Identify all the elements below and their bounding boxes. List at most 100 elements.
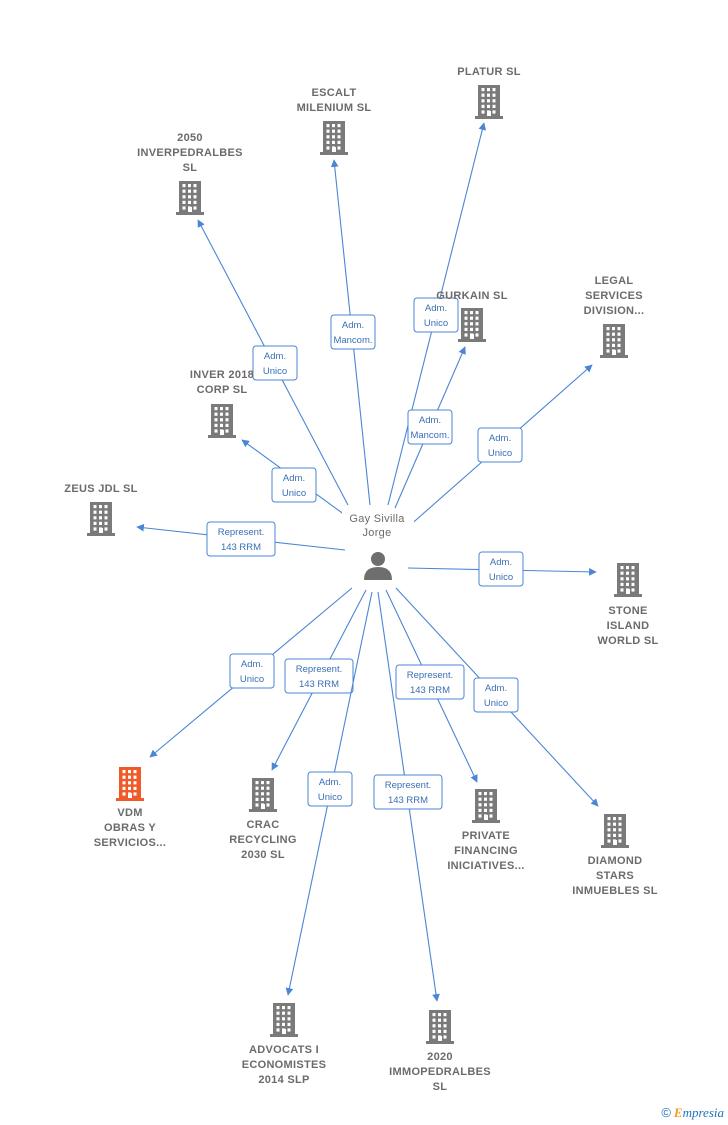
edge-label-background (271, 467, 317, 503)
company-label: IMMOPEDRALBES (389, 1066, 491, 1078)
company-label: 2050 (177, 132, 203, 144)
company-node-platur[interactable]: PLATUR SL (457, 66, 521, 119)
company-label: WORLD SL (597, 635, 658, 647)
copyright-symbol: © (661, 1105, 671, 1120)
edge-label-box[interactable]: Represent.143 RRM (373, 774, 443, 810)
building-icon (320, 121, 348, 155)
company-label: SERVICIOS... (94, 837, 166, 849)
edge-label-text: Mancom. (410, 430, 449, 441)
edge-label-box[interactable]: Adm. Unico (307, 771, 353, 807)
company-node-crac-recycling[interactable]: CRAC RECYCLING 2030 SL (229, 778, 296, 861)
edge-label-box[interactable]: Adm.Mancom. (330, 314, 376, 350)
company-node-escalt-milenium[interactable]: ESCALT MILENIUM SL (297, 87, 372, 155)
person-icon (364, 552, 392, 580)
edge-label-box[interactable]: Adm. Unico (252, 345, 298, 381)
edge-inver-2018: Adm.Unico (241, 439, 346, 516)
company-label: INVERPEDRALBES (137, 147, 243, 159)
edge-label-box[interactable]: Adm. Mancom. (407, 409, 453, 445)
company-node-legal-services[interactable]: LEGALSERVICESDIVISION... (584, 275, 645, 358)
company-label: RECYCLING (229, 834, 296, 846)
person-name: Jorge (362, 527, 391, 539)
edge-label-text: Adm. (485, 683, 507, 694)
company-label: 2014 SLP (258, 1074, 309, 1086)
building-icon (472, 789, 500, 823)
edge-2020-immopedralbes: Represent.143 RRM (373, 591, 443, 1002)
company-node-private-financing[interactable]: PRIVATEFINANCINGINICIATIVES... (447, 789, 524, 872)
building-icon (87, 502, 115, 536)
company-label: STARS (596, 870, 634, 882)
brand-name: mpresia (682, 1105, 724, 1120)
edge-label-background (307, 771, 353, 807)
edge-label-text: Adm. (425, 303, 447, 314)
edge-label-box[interactable]: Adm.Unico (271, 467, 317, 503)
edge-label-text: 143 RRM (221, 542, 261, 553)
edge-label-box[interactable]: Adm.Unico (229, 653, 275, 689)
company-label: INVER 2018 (190, 369, 254, 381)
edge-label-background (477, 427, 523, 463)
edge-label-text: Unico (489, 572, 513, 583)
building-icon (176, 181, 204, 215)
edge-label-text: Unico (282, 488, 306, 499)
center-label-background (342, 509, 414, 541)
company-label: ZEUS JDL SL (64, 483, 137, 495)
building-icon (249, 778, 277, 812)
edge-label-box[interactable]: Adm.Unico (477, 427, 523, 463)
edge-label-text: Adm. (490, 557, 512, 568)
edge-label-box[interactable]: Adm.Unico (473, 677, 519, 713)
edge-label-text: Adm. (264, 351, 286, 362)
company-label: INICIATIVES... (447, 860, 524, 872)
edge-label-text: Adm. (342, 320, 364, 331)
edge-label-text: Represent. (218, 527, 264, 538)
edge-label-background (252, 345, 298, 381)
edge-label-text: Represent. (296, 664, 342, 675)
company-label: OBRAS Y (104, 822, 156, 834)
company-label: GURKAIN SL (436, 290, 507, 302)
edge-label-text: Unico (424, 318, 448, 329)
edge-label-box[interactable]: Represent.143 RRM (395, 664, 465, 700)
edge-label-text: Represent. (385, 780, 431, 791)
company-node-diamond-stars[interactable]: DIAMOND STARS INMUEBLES SL (572, 814, 658, 897)
edge-zeus-jdl: Represent. 143 RRM (136, 521, 346, 557)
company-node-zeus-jdl[interactable]: ZEUS JDL SL (64, 483, 137, 536)
company-node-gurkain[interactable]: GURKAIN SL (436, 290, 507, 342)
edge-label-text: Adm. (419, 415, 441, 426)
edge-label-box[interactable]: Represent.143 RRM (284, 658, 354, 694)
company-label: SL (433, 1081, 448, 1093)
company-label: SERVICES (585, 290, 643, 302)
company-label: CRAC (247, 819, 280, 831)
company-label: LEGAL (595, 275, 634, 287)
edge-label-text: Adm. (319, 777, 341, 788)
edge-label-box[interactable]: Adm. Unico (478, 551, 524, 587)
building-icon (600, 324, 628, 358)
company-label: SL (183, 162, 198, 174)
edge-label-box[interactable]: Adm. Unico (413, 297, 459, 333)
company-label: ECONOMISTES (242, 1059, 327, 1071)
company-label: STONE (608, 605, 647, 617)
edge-label-text: Adm. (489, 433, 511, 444)
company-label: 2030 SL (241, 849, 285, 861)
edge-label-text: Unico (263, 366, 287, 377)
edge-label-background (473, 677, 519, 713)
company-label: DIAMOND (588, 855, 643, 867)
building-icon (458, 308, 486, 342)
company-label: ESCALT (312, 87, 357, 99)
edge-label-text: Unico (318, 792, 342, 803)
edge-label-background (229, 653, 275, 689)
empresia-watermark: ©Empresia (661, 1105, 724, 1121)
edge-2050-inverpedralbes: Adm. Unico (197, 219, 349, 506)
edge-label-box[interactable]: Represent. 143 RRM (206, 521, 276, 557)
company-label: PRIVATE (462, 830, 510, 842)
company-label: INMUEBLES SL (572, 885, 658, 897)
edge-label-text: Represent. (407, 670, 453, 681)
company-label: MILENIUM SL (297, 102, 372, 114)
edge-private-financing: Represent.143 RRM (385, 589, 478, 783)
